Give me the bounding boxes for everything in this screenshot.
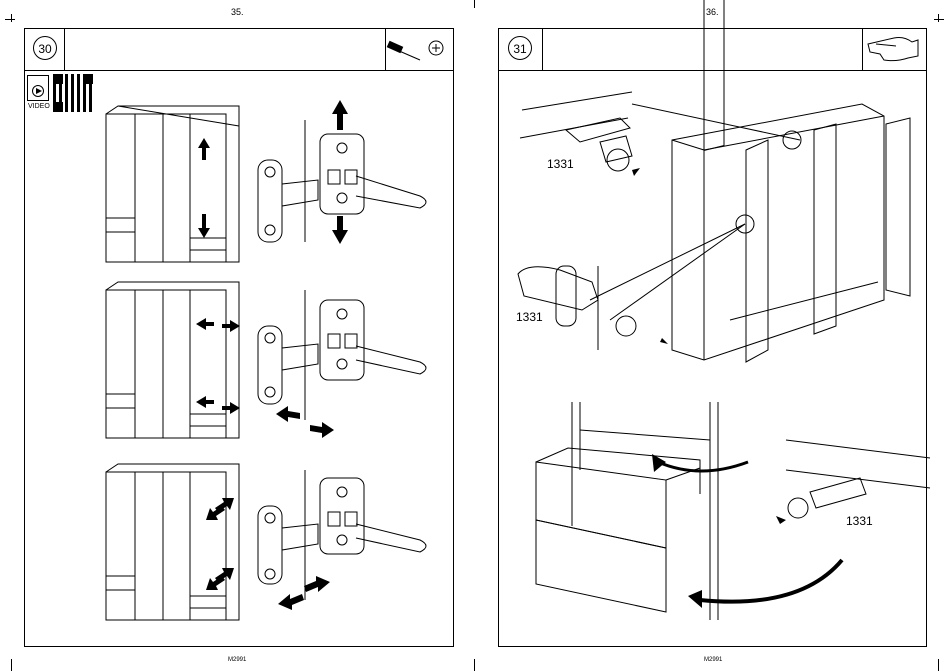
wardrobe-assembly-illustration (0, 0, 950, 671)
